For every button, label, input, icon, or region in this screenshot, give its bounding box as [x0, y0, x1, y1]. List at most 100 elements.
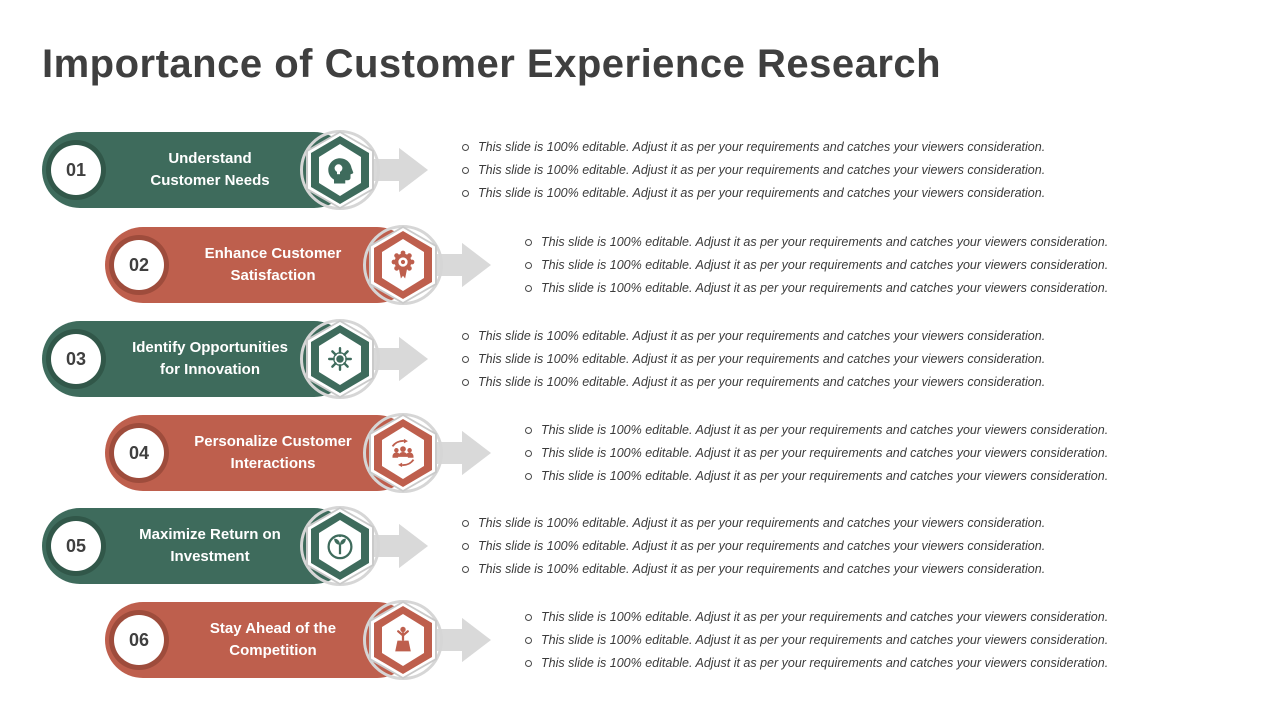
bullet-list: This slide is 100% editable. Adjust it a…: [525, 235, 1108, 295]
growth-plant-icon: [300, 506, 380, 586]
step-title: Maximize Return on Investment: [139, 524, 281, 569]
step-row-06: 06 Stay Ahead of the Competition Th: [105, 600, 1108, 680]
step-number: 03: [65, 348, 87, 369]
innovation-rays-icon: [300, 319, 380, 399]
bullet-text: This slide is 100% editable. Adjust it a…: [478, 163, 1046, 177]
bullet-marker: [462, 189, 469, 197]
bullet-text: This slide is 100% editable. Adjust it a…: [541, 446, 1109, 460]
bullet-list: This slide is 100% editable. Adjust it a…: [462, 516, 1045, 576]
step-title: Personalize Customer Interactions: [194, 431, 352, 476]
bullet-text: This slide is 100% editable. Adjust it a…: [478, 140, 1046, 154]
bullet-item: This slide is 100% editable. Adjust it a…: [462, 352, 1045, 366]
bullet-text: This slide is 100% editable. Adjust it a…: [541, 633, 1109, 647]
step-row-02: 02 Enhance Customer Satisfaction: [105, 225, 1108, 305]
step-banner: 06 Stay Ahead of the Competition: [105, 602, 415, 678]
bullet-text: This slide is 100% editable. Adjust it a…: [541, 258, 1109, 272]
step-number-badge: 06: [114, 615, 164, 665]
step-title-line: Investment: [170, 548, 250, 565]
bullet-item: This slide is 100% editable. Adjust it a…: [462, 539, 1045, 553]
step-row-01: 01 Understand Customer Needs This slide …: [42, 130, 1045, 210]
bullet-item: This slide is 100% editable. Adjust it a…: [462, 329, 1045, 343]
bullet-text: This slide is 100% editable. Adjust it a…: [541, 235, 1109, 249]
step-title: Enhance Customer Satisfaction: [205, 243, 342, 288]
bullet-item: This slide is 100% editable. Adjust it a…: [525, 423, 1108, 437]
step-title-line: Identify Opportunities: [132, 338, 288, 356]
bullet-item: This slide is 100% editable. Adjust it a…: [525, 656, 1108, 670]
step-row-05: 05 Maximize Return on Investment This sl…: [42, 506, 1045, 586]
step-number-badge: 02: [114, 240, 164, 290]
step-number: 01: [65, 159, 87, 180]
people-sync-glyph: [391, 438, 415, 468]
step-title-line: Customer Needs: [150, 172, 270, 189]
head-idea-icon: [300, 130, 380, 210]
bullet-item: This slide is 100% editable. Adjust it a…: [525, 610, 1108, 624]
bullet-marker: [462, 332, 469, 340]
bullet-text: This slide is 100% editable. Adjust it a…: [478, 562, 1046, 576]
step-title-line: Personalize Customer: [194, 432, 352, 450]
step-title: Stay Ahead of the Competition: [210, 618, 336, 663]
step-title-line: Stay Ahead of the: [209, 619, 337, 637]
step-number-badge: 05: [51, 521, 101, 571]
bullet-list: This slide is 100% editable. Adjust it a…: [462, 140, 1045, 200]
bullet-item: This slide is 100% editable. Adjust it a…: [525, 281, 1108, 295]
bullet-item: This slide is 100% editable. Adjust it a…: [462, 186, 1045, 200]
step-title: Identify Opportunities for Innovation: [132, 337, 288, 382]
bullet-list: This slide is 100% editable. Adjust it a…: [525, 610, 1108, 670]
bullet-text: This slide is 100% editable. Adjust it a…: [478, 539, 1046, 553]
bullet-item: This slide is 100% editable. Adjust it a…: [525, 446, 1108, 460]
bullet-marker: [462, 355, 469, 363]
award-badge-glyph: [391, 250, 415, 279]
bullet-text: This slide is 100% editable. Adjust it a…: [541, 281, 1109, 295]
bullet-marker: [525, 284, 532, 292]
people-sync-icon: [363, 413, 443, 493]
step-title-line: Interactions: [230, 455, 316, 472]
winner-podium-icon: [363, 600, 443, 680]
bullet-text: This slide is 100% editable. Adjust it a…: [478, 352, 1046, 366]
step-title-line: Enhance Customer: [204, 244, 342, 262]
step-number-badge: 04: [114, 428, 164, 478]
bullet-text: This slide is 100% editable. Adjust it a…: [478, 186, 1046, 200]
step-row-04: 04 Personalize Customer Interactions: [105, 413, 1108, 493]
bullet-list: This slide is 100% editable. Adjust it a…: [525, 423, 1108, 483]
step-row-03: 03 Identify Opportunities for Innovation: [42, 319, 1045, 399]
bullet-marker: [525, 636, 532, 644]
bullet-marker: [525, 261, 532, 269]
step-title-line: Understand: [168, 149, 252, 167]
bullet-text: This slide is 100% editable. Adjust it a…: [541, 469, 1109, 483]
bullet-text: This slide is 100% editable. Adjust it a…: [478, 516, 1046, 530]
page-title: Importance of Customer Experience Resear…: [42, 42, 942, 86]
bullet-list: This slide is 100% editable. Adjust it a…: [462, 329, 1045, 389]
winner-podium-glyph: [395, 626, 411, 652]
bullet-item: This slide is 100% editable. Adjust it a…: [525, 258, 1108, 272]
bullet-item: This slide is 100% editable. Adjust it a…: [462, 140, 1045, 154]
bullet-item: This slide is 100% editable. Adjust it a…: [525, 235, 1108, 249]
step-title-line: Maximize Return on: [139, 525, 281, 543]
bullet-marker: [525, 238, 532, 246]
bullet-marker: [462, 378, 469, 386]
bullet-item: This slide is 100% editable. Adjust it a…: [462, 516, 1045, 530]
bullet-text: This slide is 100% editable. Adjust it a…: [541, 656, 1109, 670]
bullet-item: This slide is 100% editable. Adjust it a…: [462, 375, 1045, 389]
step-title-line: Competition: [229, 642, 317, 659]
bullet-marker: [525, 613, 532, 621]
bullet-marker: [462, 542, 469, 550]
step-banner: 03 Identify Opportunities for Innovation: [42, 321, 352, 397]
step-number: 05: [65, 535, 87, 556]
step-number: 06: [128, 629, 150, 650]
bullet-item: This slide is 100% editable. Adjust it a…: [525, 633, 1108, 647]
step-banner: 04 Personalize Customer Interactions: [105, 415, 415, 491]
bullet-item: This slide is 100% editable. Adjust it a…: [525, 469, 1108, 483]
bullet-marker: [525, 472, 532, 480]
bullet-marker: [462, 565, 469, 573]
bullet-item: This slide is 100% editable. Adjust it a…: [462, 163, 1045, 177]
bullet-marker: [525, 449, 532, 457]
head-idea-glyph: [328, 158, 354, 184]
bullet-marker: [525, 659, 532, 667]
step-number-badge: 03: [51, 334, 101, 384]
innovation-rays-glyph: [328, 347, 353, 372]
step-number: 04: [128, 442, 150, 463]
bullet-marker: [462, 166, 469, 174]
step-title: Understand Customer Needs: [150, 148, 269, 193]
step-number-badge: 01: [51, 145, 101, 195]
